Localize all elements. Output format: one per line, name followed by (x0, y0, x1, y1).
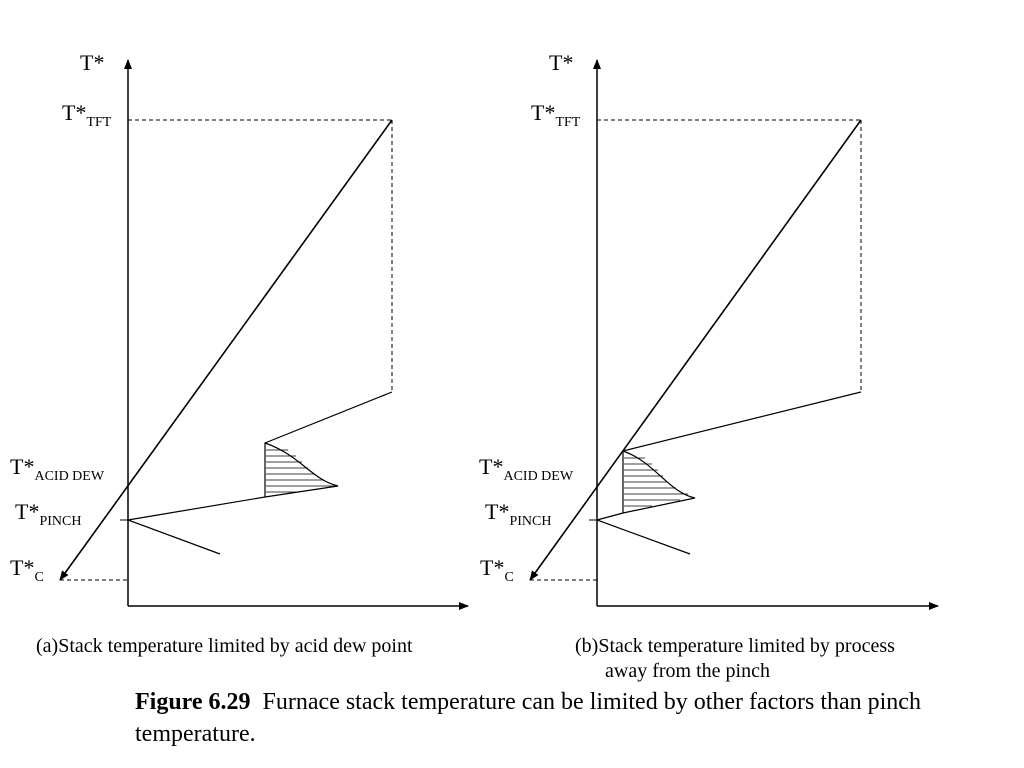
panel-a-grand-composite-curve (125, 391, 393, 555)
figure-number: Figure 6.29 (135, 689, 251, 715)
panel-a-flue-gas-line (59, 119, 393, 581)
panel-b-acid-dew-label: T*ACID DEW (479, 454, 574, 484)
panel-a-caption: (a)Stack temperature limited by acid dew… (36, 635, 413, 657)
panel-a-y-axis-label: T* (80, 50, 104, 75)
panel-a-pocket-outline (264, 442, 339, 498)
panel-b-caption-line2: away from the pinch (605, 660, 770, 682)
panel-a-pocket-hatch (266, 449, 336, 493)
panel-b-grand-composite-curve (595, 391, 862, 555)
figure-caption: Figure 6.29 Furnace stack temperature ca… (135, 686, 1015, 750)
panel-a-tc-label: T*C (10, 555, 44, 585)
panel-b-pocket-outline (622, 450, 696, 514)
panel-a-tft-label: T*TFT (62, 100, 112, 130)
figure-caption-text: Furnace stack temperature can be limited… (135, 689, 921, 747)
panel-b-tft-label: T*TFT (531, 100, 581, 130)
panel-b-pocket-hatch (624, 457, 688, 507)
panel-b: T* T*TFT T*ACID DEW T*PINCH T*C (b)Stack… (479, 50, 939, 682)
panel-a-pinch-label: T*PINCH (15, 499, 81, 529)
panel-b-flue-gas-line (529, 119, 862, 581)
panel-b-tc-label: T*C (480, 555, 514, 585)
panel-b-caption-line1: (b)Stack temperature limited by process (575, 635, 895, 657)
panel-a: T* T*TFT T*ACID DEW T*PINCH T*C (a)Stack… (10, 50, 469, 657)
panel-a-acid-dew-label: T*ACID DEW (10, 454, 105, 484)
panel-b-y-axis-label: T* (549, 50, 573, 75)
panel-b-pinch-label: T*PINCH (485, 499, 551, 529)
